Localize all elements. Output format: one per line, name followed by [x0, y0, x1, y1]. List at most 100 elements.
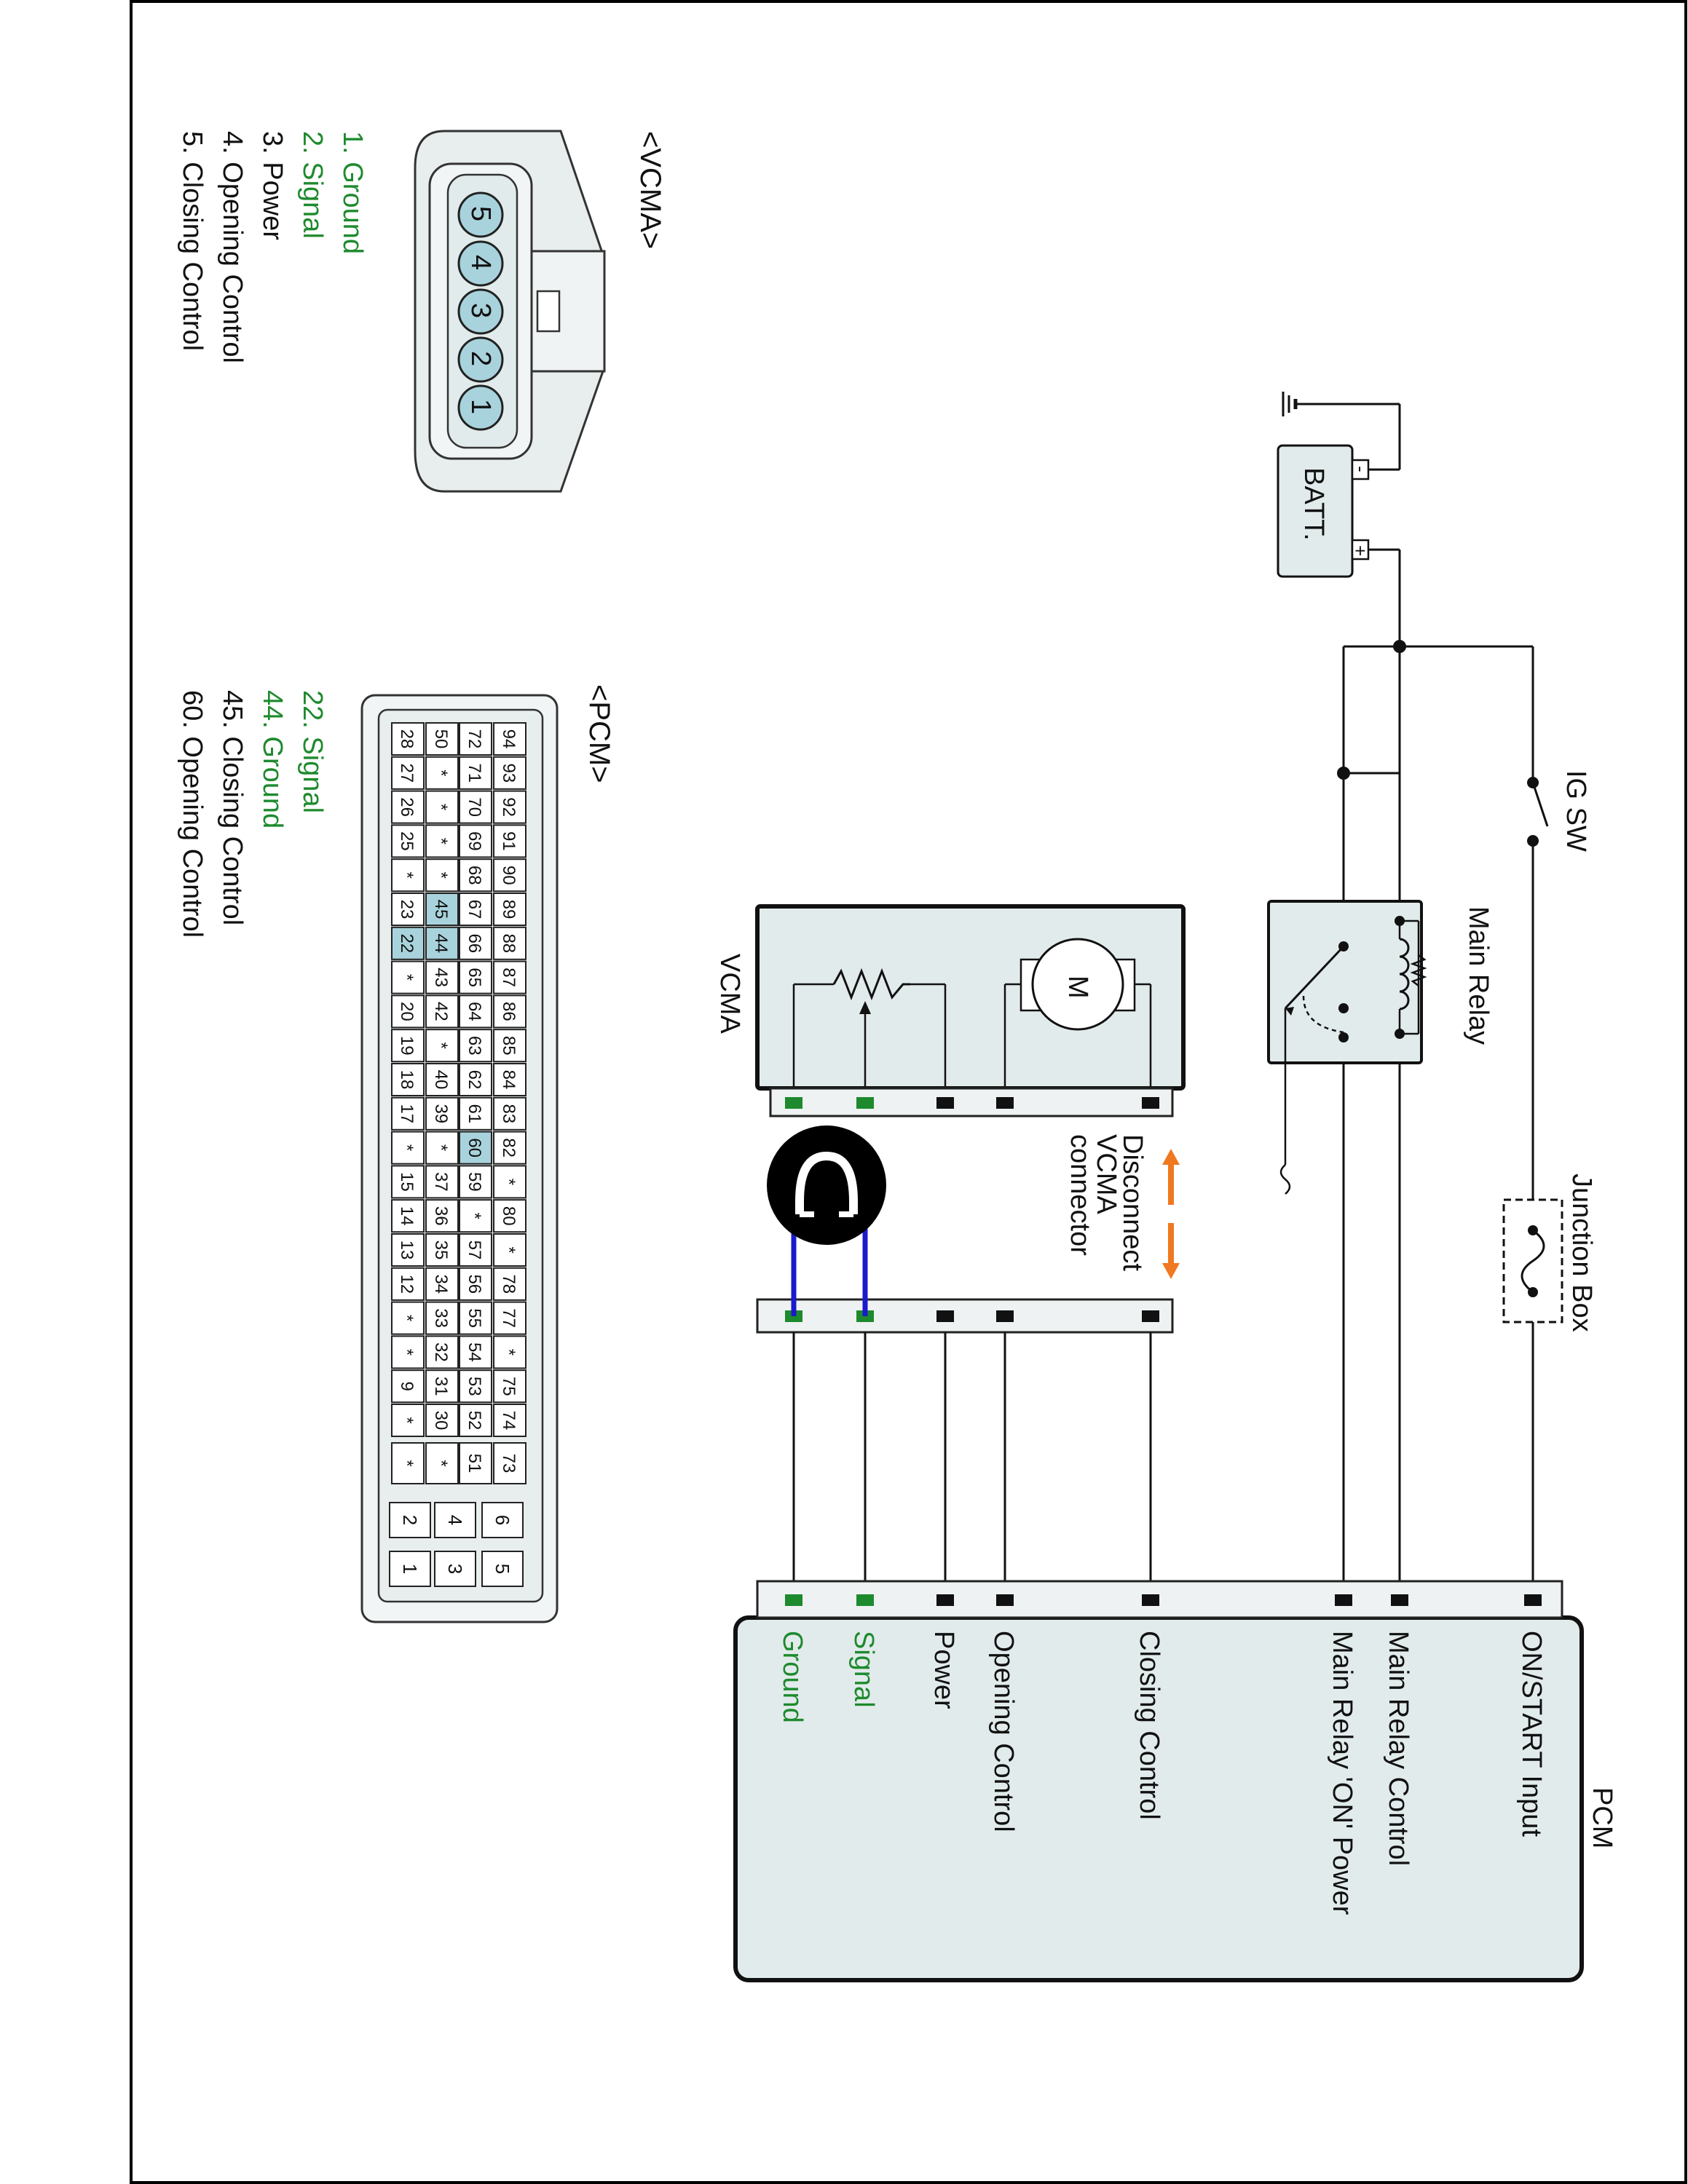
pcm-pin-label: 17: [397, 1104, 417, 1123]
pcm-side-cell: [425, 1442, 459, 1484]
pcm-pin-label: *: [397, 1417, 417, 1423]
pcm-side-pin-label: *: [397, 1460, 417, 1466]
pcm-pin-label: 56: [465, 1274, 484, 1294]
battery-circuit: - + BATT.: [1277, 392, 1534, 1602]
pcm-cell: [459, 926, 492, 960]
pcm-small-pin-label: 6: [492, 1515, 513, 1525]
pcm-cell: [425, 926, 459, 960]
pcm-cell: [391, 926, 425, 960]
pcm-cell: [391, 1029, 425, 1063]
vcma-connector-title: <VCMA>: [634, 131, 666, 249]
pcm-cell: [425, 790, 459, 824]
vcma-component: VCMA M: [714, 904, 1186, 1117]
vcma-pin-label: 3: [465, 303, 496, 318]
pcm-pin-label: 34: [431, 1274, 451, 1294]
pcm-cell: [459, 1131, 492, 1165]
pcm-pin-label: 32: [431, 1342, 451, 1362]
pcm-terminal-label: Ground: [777, 1631, 808, 1723]
pcm-small-pin-label: 4: [444, 1515, 466, 1525]
pcm-pin-label: 78: [499, 1274, 518, 1294]
pcm-cell: [391, 960, 425, 994]
pcm-cell: [459, 1404, 492, 1437]
pcm-cell: [391, 858, 425, 893]
pcm-pin-label: 64: [465, 1002, 484, 1021]
pcm-cell: [425, 1029, 459, 1063]
pcm-pin-label: 63: [465, 1036, 484, 1056]
jumper-test-icon: [767, 1125, 886, 1245]
pcm-small-pin-label: 5: [492, 1564, 513, 1574]
pcm-pin-label: *: [431, 1144, 451, 1151]
pcm-pin-label: *: [431, 769, 451, 776]
pcm-cell: [391, 1233, 425, 1267]
ig-switch: IG SW: [1527, 770, 1591, 1200]
pcm-cell: [493, 790, 526, 824]
pcm-pin-label: 18: [397, 1070, 417, 1090]
pcm-cell: [493, 1404, 526, 1437]
pcm-pin-label: 69: [465, 831, 484, 851]
pcm-pin-label: *: [397, 872, 417, 879]
pcm-pin-label: 86: [499, 1002, 518, 1021]
pcm-cell: [459, 790, 492, 824]
pcm-cell: [391, 1199, 425, 1233]
pcm-pin-label: 50: [431, 729, 451, 749]
pcm-pin-label: 9: [397, 1382, 417, 1391]
pcm-pin-label: *: [499, 1179, 518, 1185]
pcm-pin-label: 59: [465, 1172, 484, 1192]
pcm-cell: [459, 722, 492, 756]
pcm-cell: [459, 1199, 492, 1233]
pcm-pin-label: *: [431, 872, 451, 879]
pcm-pin-label: 93: [499, 763, 518, 783]
pcm-cell: [425, 994, 459, 1029]
pcm-cell: [493, 1096, 526, 1131]
pcm-cell: [425, 1404, 459, 1437]
pcm-pin-label: 82: [499, 1138, 518, 1158]
pcm-cell: [493, 1063, 526, 1096]
pcm-cell: [391, 1165, 425, 1199]
main-relay: Main Relay: [1267, 767, 1494, 1195]
junction-box-label: Junction Box: [1566, 1174, 1597, 1332]
pcm-pin-label: 19: [397, 1036, 417, 1056]
pcm-terminal-label: Main Relay Control: [1383, 1631, 1413, 1866]
pcm-cell: [391, 1096, 425, 1131]
pcm-cell: [459, 1063, 492, 1096]
battery-label: BATT.: [1298, 467, 1329, 541]
vcma-legend-item: 4. Opening Control: [217, 131, 248, 363]
vcma-pin-2: [457, 336, 504, 383]
pcm-pin-label: 13: [397, 1241, 417, 1260]
pcm-cell: [459, 893, 492, 926]
vcma-motor-label: M: [1062, 976, 1093, 999]
pcm-cell: [493, 1165, 526, 1199]
pcm-side-cell: [459, 1442, 492, 1484]
pcm-pin-label: 53: [465, 1377, 484, 1396]
pcm-pin-label: *: [431, 838, 451, 844]
pcm-cell: [425, 1096, 459, 1131]
pcm-pin-label: 36: [431, 1206, 451, 1226]
pcm-pin-label: 88: [499, 933, 518, 953]
pcm-pin-label: 37: [431, 1172, 451, 1192]
pcm-pin-label: 33: [431, 1308, 451, 1328]
vcma-legend-item: 5. Closing Control: [177, 131, 208, 351]
vcma-component-label: VCMA: [714, 954, 745, 1034]
pcm-pin-label: 74: [499, 1411, 518, 1431]
vcma-legend-item: 1. Ground: [337, 131, 368, 254]
pcm-cell: [459, 858, 492, 893]
pcm-component-label: PCM: [1587, 1787, 1617, 1848]
pcm-cell: [459, 994, 492, 1029]
pcm-cell: [391, 722, 425, 756]
pcm-pin-label: 52: [465, 1411, 484, 1431]
pcm-cell: [493, 858, 526, 893]
pcm-pin-label: 27: [397, 763, 417, 783]
pcm-cell: [459, 756, 492, 790]
pcm-pin-label: 67: [465, 900, 484, 919]
pcm-pin-label: 91: [499, 831, 518, 851]
pcm-cell: [391, 994, 425, 1029]
pcm-cell: [493, 994, 526, 1029]
pcm-cell: [493, 1335, 526, 1369]
pcm-pin-label: 84: [499, 1070, 518, 1090]
vcma-pin-4: [457, 240, 504, 287]
pcm-small-cell: [389, 1551, 431, 1587]
pcm-cell: [425, 1233, 459, 1267]
pcm-cell: [493, 1369, 526, 1404]
